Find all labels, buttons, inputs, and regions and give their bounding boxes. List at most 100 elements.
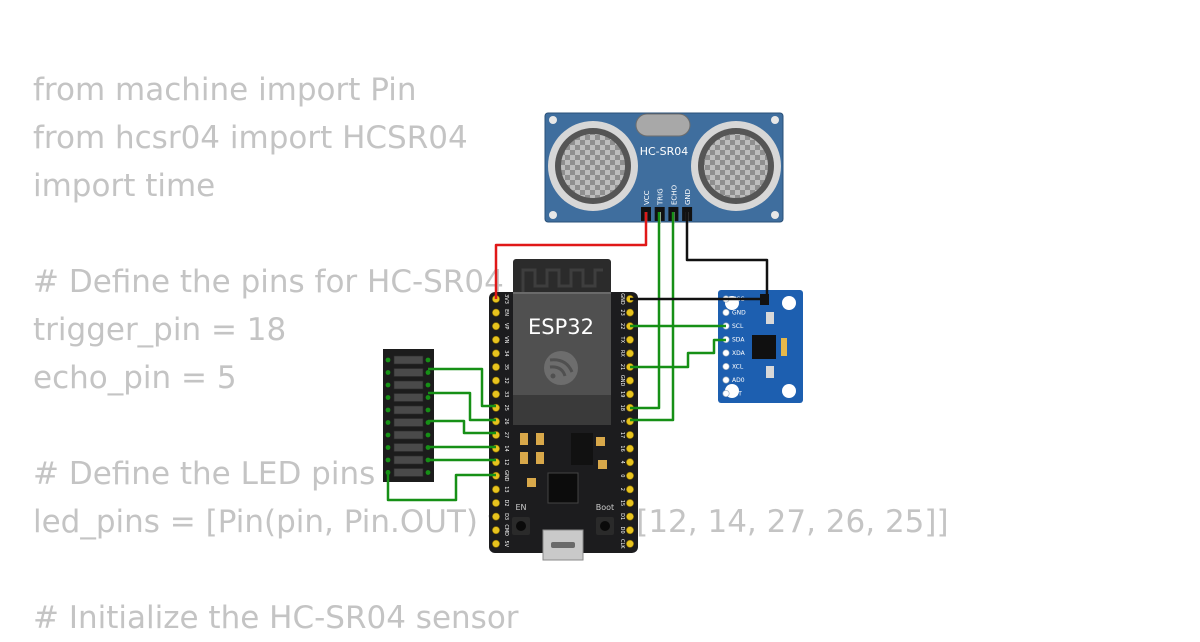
sensor-title: HC-SR04 [640,145,689,158]
esp32-pin[interactable] [492,308,500,317]
esp32-pin-label: RX [619,350,625,357]
led-segment [393,418,424,427]
esp32-pin[interactable] [492,526,500,535]
led-pin[interactable] [385,407,391,413]
code-line: echo_pin = 5 [33,360,237,396]
wire-gnd [685,212,769,299]
esp32-pin[interactable] [492,322,500,331]
esp32-pin-label: GND [619,375,625,387]
mpu-pin-label: XDA [732,350,746,357]
led-pin[interactable] [425,407,431,413]
esp32-pin[interactable] [492,363,500,371]
mpu-pin[interactable] [722,349,730,357]
mpu-gnd-header [760,294,769,305]
mpu-pin-label: INT [732,391,742,398]
led-segment [393,455,424,465]
led-pin[interactable] [425,432,431,438]
mpu-pin[interactable] [722,362,730,370]
sensor-pin-label: VCC [643,190,651,205]
esp32-pin-label: TX [619,336,625,344]
led-pin[interactable] [385,357,391,363]
boot-button[interactable] [596,517,614,535]
mpu-pin-label: SCL [732,323,744,330]
led-pin[interactable] [425,395,431,400]
esp32-pin[interactable] [626,485,634,494]
led-pin[interactable] [385,370,391,375]
esp32-pin[interactable] [626,431,634,439]
esp32-pin-label: 16 [619,445,625,451]
led-pin[interactable] [385,457,391,463]
esp32-pin[interactable] [626,539,634,548]
wire-echo [630,212,675,422]
esp32-pin[interactable] [626,308,634,317]
esp32-pin-label: EN [503,309,509,316]
esp32-pin-label: D1 [619,513,625,520]
esp32-pin-label: VP [503,323,509,329]
esp32-pin-label: 22 [619,323,625,329]
led-pin[interactable] [385,395,391,400]
en-button[interactable] [512,517,530,535]
wire-led-1 [428,367,496,408]
esp32-board[interactable]: ESP32 EN Boot [489,259,638,561]
led-pin[interactable] [385,420,391,425]
led-bar-graph[interactable] [383,349,434,482]
esp32-pin[interactable] [626,499,634,507]
usb-port [542,529,584,561]
esp32-pin-label: GND [619,293,625,305]
esp32-pin[interactable] [626,376,634,385]
led-segment [393,468,424,477]
esp32-pin-label: 27 [503,432,509,438]
led-pin[interactable] [385,445,391,450]
led-segment [393,443,424,452]
esp32-pin[interactable] [626,390,634,399]
esp32-pin[interactable] [626,349,634,358]
mpu-pin[interactable] [722,308,730,316]
esp32-pin-label: 34 [503,350,509,356]
esp32-pin-label: 15 [619,500,625,506]
esp32-pin-label: 13 [503,486,509,492]
esp32-pin[interactable] [492,376,500,385]
mpu-pin-label: GND [732,310,746,317]
esp32-pin[interactable] [492,335,500,344]
esp32-pin-label: 0 [619,474,625,477]
led-segment [393,405,424,415]
led-pin[interactable] [425,357,431,363]
esp32-pin[interactable] [626,335,634,344]
led-pin[interactable] [425,470,431,475]
esp32-pin-label: D2 [503,499,509,506]
esp32-pin[interactable] [492,512,500,521]
esp32-pin-label: 4 [619,461,625,464]
led-pin[interactable] [425,370,431,375]
wire-mpu-sda [630,338,726,369]
esp32-pin[interactable] [492,390,500,399]
led-pin[interactable] [385,432,391,438]
mpu-pin[interactable] [722,389,730,397]
led-pin[interactable] [385,382,391,388]
esp32-pin[interactable] [492,539,500,548]
esp32-pin[interactable] [626,512,634,521]
esp32-pin[interactable] [626,444,634,453]
esp32-pin[interactable] [492,349,500,358]
espressif-logo-icon [544,351,578,385]
esp32-pin[interactable] [626,471,634,480]
esp32-pin-label: 12 [503,459,509,465]
esp32-pin[interactable] [492,485,500,494]
sensor-pin-label: ECHO [670,184,678,205]
esp32-pin[interactable] [626,526,634,535]
mpu-pin-label: SDA [732,337,745,344]
esp32-pin-label: 35 [503,364,509,370]
esp32-pin[interactable] [626,458,634,467]
code-line: import time [33,168,216,204]
transducer-right [691,121,781,211]
mpu-pin[interactable] [722,376,730,384]
esp32-title: ESP32 [528,315,594,339]
esp32-pin[interactable] [492,499,500,507]
wire-led-gnd [386,470,496,502]
wire-led-3 [428,419,496,435]
esp32-pin-label: CMD [503,524,509,536]
esp32-pin-label: 2 [619,488,625,491]
led-pin[interactable] [425,382,431,388]
